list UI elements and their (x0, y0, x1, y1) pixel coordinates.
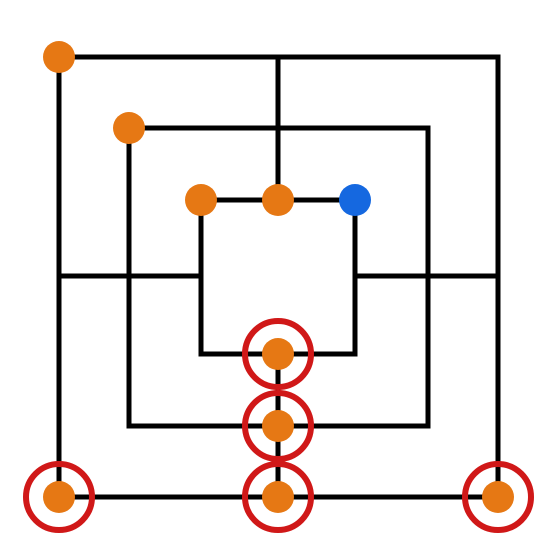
highlight-ring-d1 (242, 461, 314, 533)
orange-piece-a7[interactable] (43, 41, 75, 73)
highlight-ring-a1 (23, 461, 95, 533)
highlight-ring-d3 (242, 318, 314, 390)
blue-piece-e5[interactable] (339, 184, 371, 216)
inner-square (198, 197, 358, 357)
orange-piece-g1[interactable] (482, 481, 514, 513)
highlight-ring-d2 (242, 390, 314, 462)
orange-piece-b6[interactable] (113, 112, 145, 144)
orange-piece-d2[interactable] (262, 410, 294, 442)
middle-square (126, 125, 431, 429)
orange-piece-d3[interactable] (262, 338, 294, 370)
orange-piece-d1[interactable] (262, 481, 294, 513)
pieces-layer (23, 41, 534, 533)
orange-piece-d5[interactable] (262, 184, 294, 216)
orange-piece-c5[interactable] (185, 184, 217, 216)
orange-piece-a1[interactable] (43, 481, 75, 513)
highlight-ring-g1 (462, 461, 534, 533)
